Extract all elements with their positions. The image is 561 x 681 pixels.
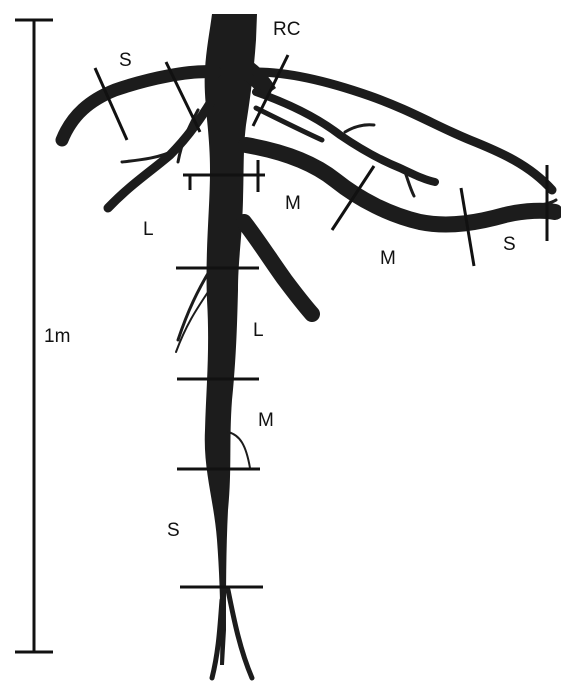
label-taproot-large: L [253,321,264,340]
lateral-right-mid [256,92,435,182]
label-lateral-left-small: S [119,51,132,70]
root-crown-label: RC [273,20,300,39]
fine-root-right [228,432,250,468]
label-lateral-left-large: L [143,220,154,239]
label-taproot-small: S [167,521,180,540]
scale-label: 1m [44,327,70,346]
label-lateral-right-small: S [503,235,516,254]
label-lateral-right-medium-2: M [380,249,396,268]
label-lateral-right-medium-1: M [285,194,301,213]
lateral-right-stub-1 [345,125,374,132]
taproot-fork-left [212,600,222,678]
label-taproot-medium: M [258,411,274,430]
taproot [205,14,257,665]
fine-root-left-1 [178,270,210,340]
segment-boundaries [95,55,547,587]
taproot-fork-right [228,590,252,678]
